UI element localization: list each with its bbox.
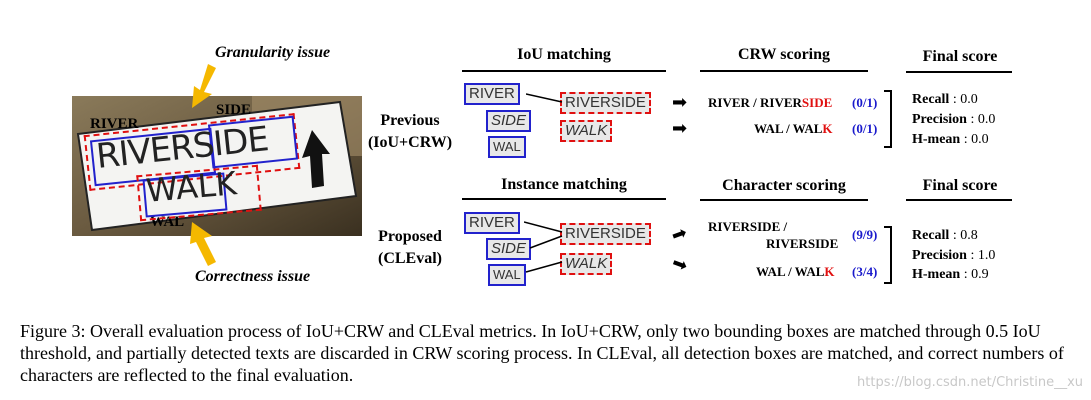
prev-bracket <box>884 90 892 148</box>
character-scoring-rule <box>700 199 868 201</box>
prev-arrow-1-icon: ➡ <box>672 92 688 113</box>
prev-arrow-2-icon: ➡ <box>672 118 688 139</box>
prop-arrow-1-icon: ➡ <box>668 222 691 247</box>
instance-matching-rule <box>462 198 666 200</box>
prev-score-frac-2: (0/1) <box>852 121 878 136</box>
prop-hmean: H-mean : 0.9 <box>912 267 989 282</box>
prop-score-frac-1: (9/9) <box>852 227 878 242</box>
watermark: https://blog.csdn.net/Christine__xu <box>857 375 1083 390</box>
instance-matching-header: Instance matching <box>501 176 627 193</box>
prev-precision: Precision : 0.0 <box>912 112 996 127</box>
prop-score-line-1b: RIVERSIDE <box>766 236 839 251</box>
sign-gt-river-label: RIVER <box>90 116 139 132</box>
character-scoring-header: Character scoring <box>722 177 846 194</box>
sign-illustration <box>72 96 362 236</box>
prop-score-frac-2: (3/4) <box>852 264 878 279</box>
previous-row-label: Previous (IoU+CRW) <box>367 112 453 151</box>
prev-gt-river-crop: RIVER <box>464 83 520 105</box>
prev-score-frac-1: (0/1) <box>852 95 878 110</box>
prev-score-line-2: WAL / WALK <box>754 121 833 136</box>
prop-gt-side-crop: SIDE <box>486 238 532 260</box>
prev-gt-wal-crop: WAL <box>488 136 526 158</box>
prev-match-line <box>526 93 563 103</box>
granularity-label: Granularity issue <box>215 44 331 61</box>
prop-arrow-2-icon: ➡ <box>669 252 691 277</box>
final-score-rule-1 <box>906 71 1012 73</box>
prop-bracket <box>884 226 892 284</box>
prop-precision: Precision : 1.0 <box>912 248 996 263</box>
sign-word-walk: WALK <box>144 164 239 210</box>
final-score-header-2: Final score <box>922 177 998 194</box>
prev-det-walk-crop: WALK <box>560 120 613 142</box>
sign-gt-side-label: SIDE <box>216 102 252 118</box>
crw-scoring-rule <box>700 70 868 72</box>
prev-hmean: H-mean : 0.0 <box>912 132 989 147</box>
prev-det-riverside-crop: RIVERSIDE <box>560 92 651 114</box>
figure-caption: Figure 3: Overall evaluation process of … <box>20 321 1064 385</box>
sign-gt-wal-label: WAL <box>150 214 185 230</box>
crw-scoring-header: CRW scoring <box>737 46 831 63</box>
sign-photo <box>72 96 362 236</box>
prop-recall: Recall : 0.8 <box>912 228 978 243</box>
prop-det-walk-crop: WALK <box>560 253 613 275</box>
prop-det-riverside-crop: RIVERSIDE <box>560 223 651 245</box>
proposed-row-label: Proposed (CLEval) <box>378 228 442 267</box>
prev-gt-side-crop: SIDE <box>486 110 532 132</box>
correctness-arrow-icon <box>190 222 216 266</box>
iou-matching-header: IoU matching <box>517 46 611 63</box>
prop-gt-river-crop: RIVER <box>464 212 520 234</box>
iou-matching-rule <box>462 70 666 72</box>
prop-score-line-1a: RIVERSIDE / <box>708 219 788 234</box>
final-score-rule-2 <box>906 199 1012 201</box>
final-score-header-1: Final score <box>922 48 998 65</box>
prop-match-lines <box>524 221 563 273</box>
prop-score-line-2: WAL / WALK <box>756 264 835 279</box>
correctness-label: Correctness issue <box>195 268 311 285</box>
prev-recall: Recall : 0.0 <box>912 92 978 107</box>
prop-gt-wal-crop: WAL <box>488 264 526 286</box>
granularity-arrow-icon <box>192 64 216 108</box>
prev-score-line-1: RIVER / RIVERSIDE <box>708 95 833 110</box>
